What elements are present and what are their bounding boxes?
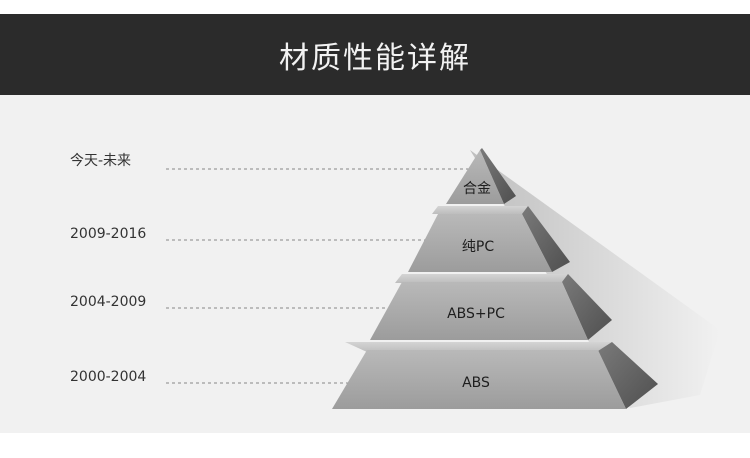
tier-label-abs-pc: ABS+PC <box>447 306 505 322</box>
tier-label-abs: ABS <box>462 375 490 391</box>
page-title: 材质性能详解 <box>279 40 471 76</box>
era-label-future: 今天-未来 <box>70 153 132 169</box>
era-label-2009-2016: 2009-2016 <box>70 226 147 242</box>
pyramid-tier-pure-pc: 纯PC <box>408 206 570 272</box>
era-label-2004-2009: 2004-2009 <box>70 294 147 310</box>
tier-label-pure-pc: 纯PC <box>462 239 494 255</box>
era-label-2000-2004: 2000-2004 <box>70 369 147 385</box>
pyramid-tier-abs: ABS <box>332 342 658 409</box>
pyramid-tier-alloy: 合金 <box>446 148 516 204</box>
pyramid-tier-abs-pc: ABS+PC <box>370 274 612 340</box>
tier-label-alloy: 合金 <box>463 181 491 197</box>
header-bar: 材质性能详解 <box>0 14 750 95</box>
